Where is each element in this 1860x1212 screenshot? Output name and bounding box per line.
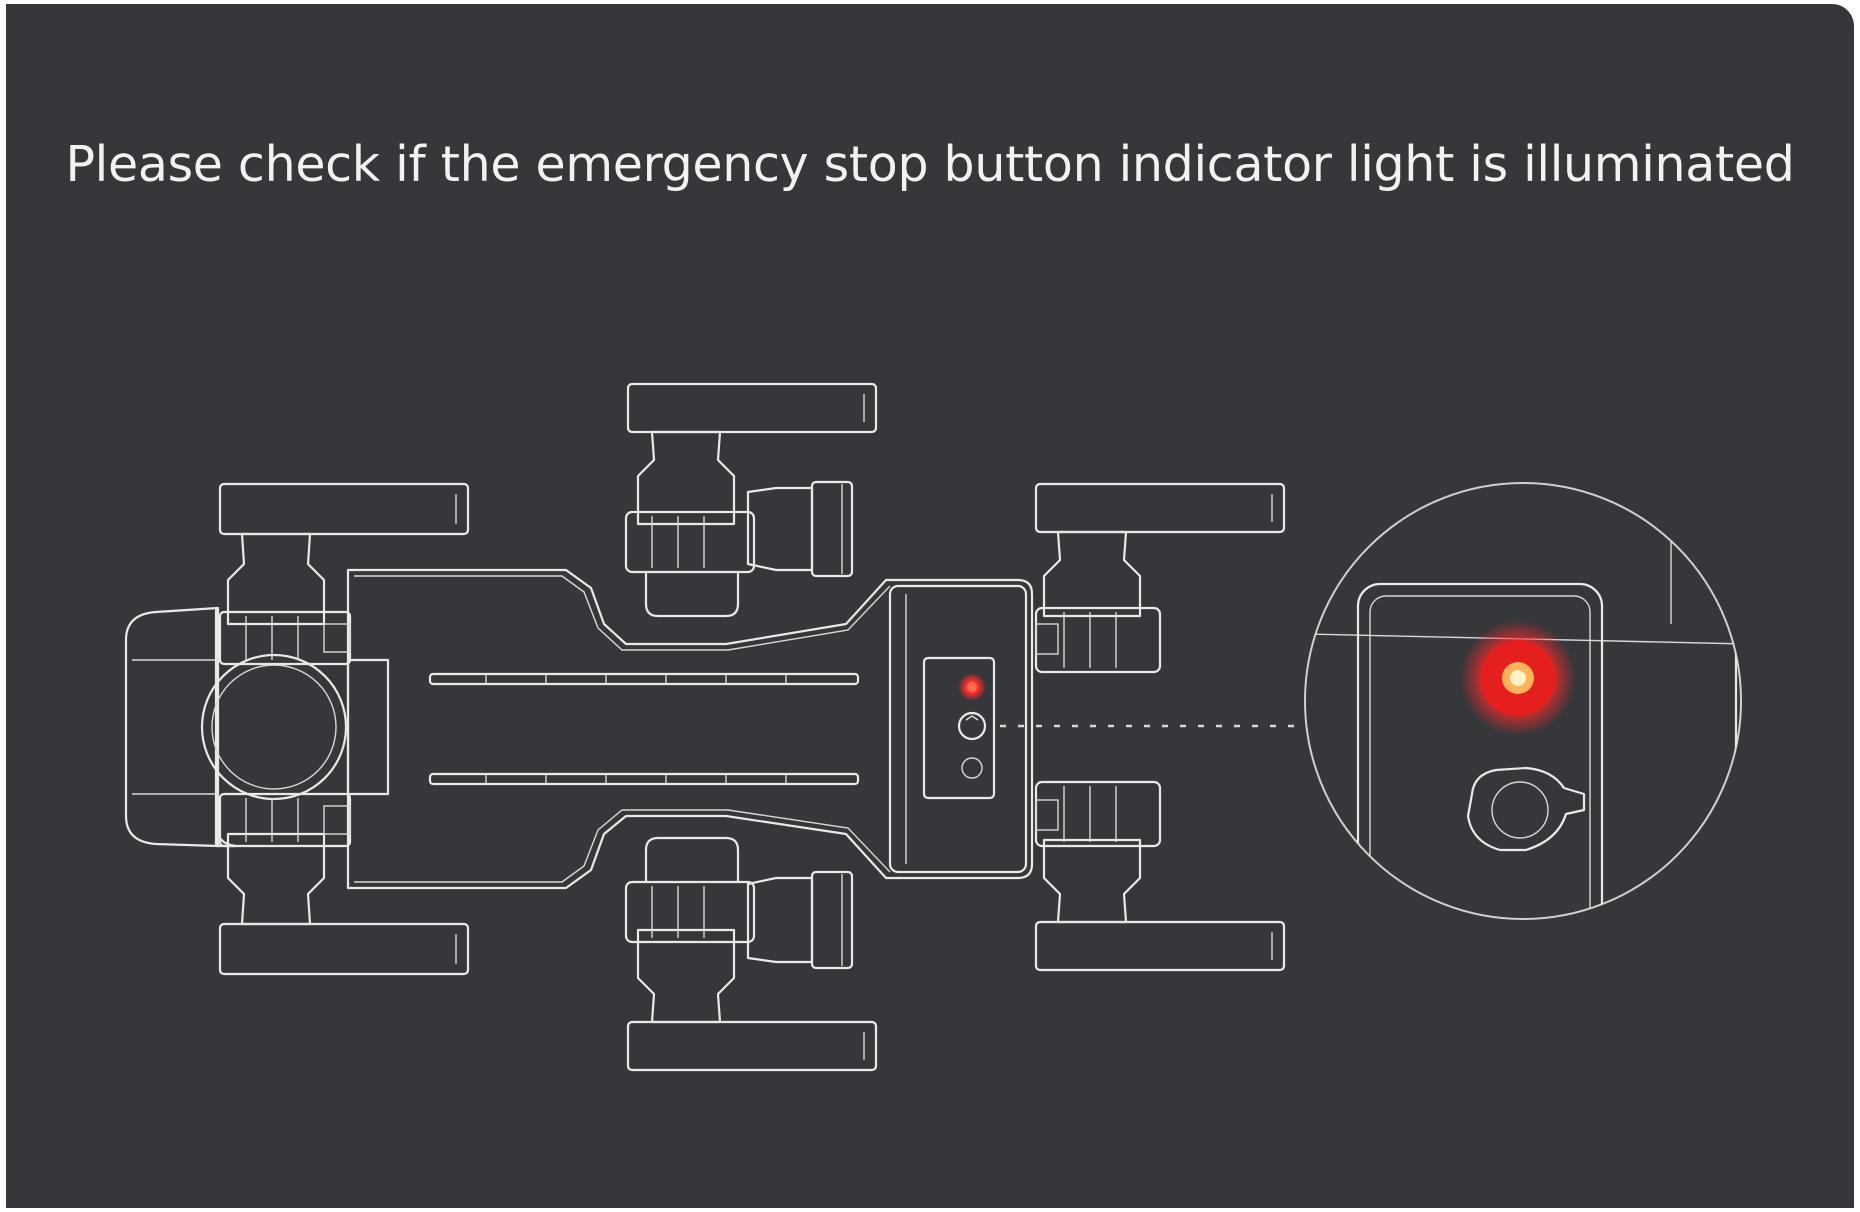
zoom-detail-icon [1304,482,1742,920]
leg-rear-left [218,792,470,976]
leg-right-bottom [1034,780,1286,972]
leg-mid-top [624,382,878,618]
leg-front-left [218,482,470,666]
leg-mid-bottom [624,836,878,1072]
instruction-screen: Please check if the emergency stop butto… [6,4,1854,1208]
robot-top-view-icon [124,382,1286,1072]
instruction-text: Please check if the emergency stop butto… [65,136,1795,193]
robot-illustration [124,382,1742,1072]
leg-right-top [1034,482,1286,674]
